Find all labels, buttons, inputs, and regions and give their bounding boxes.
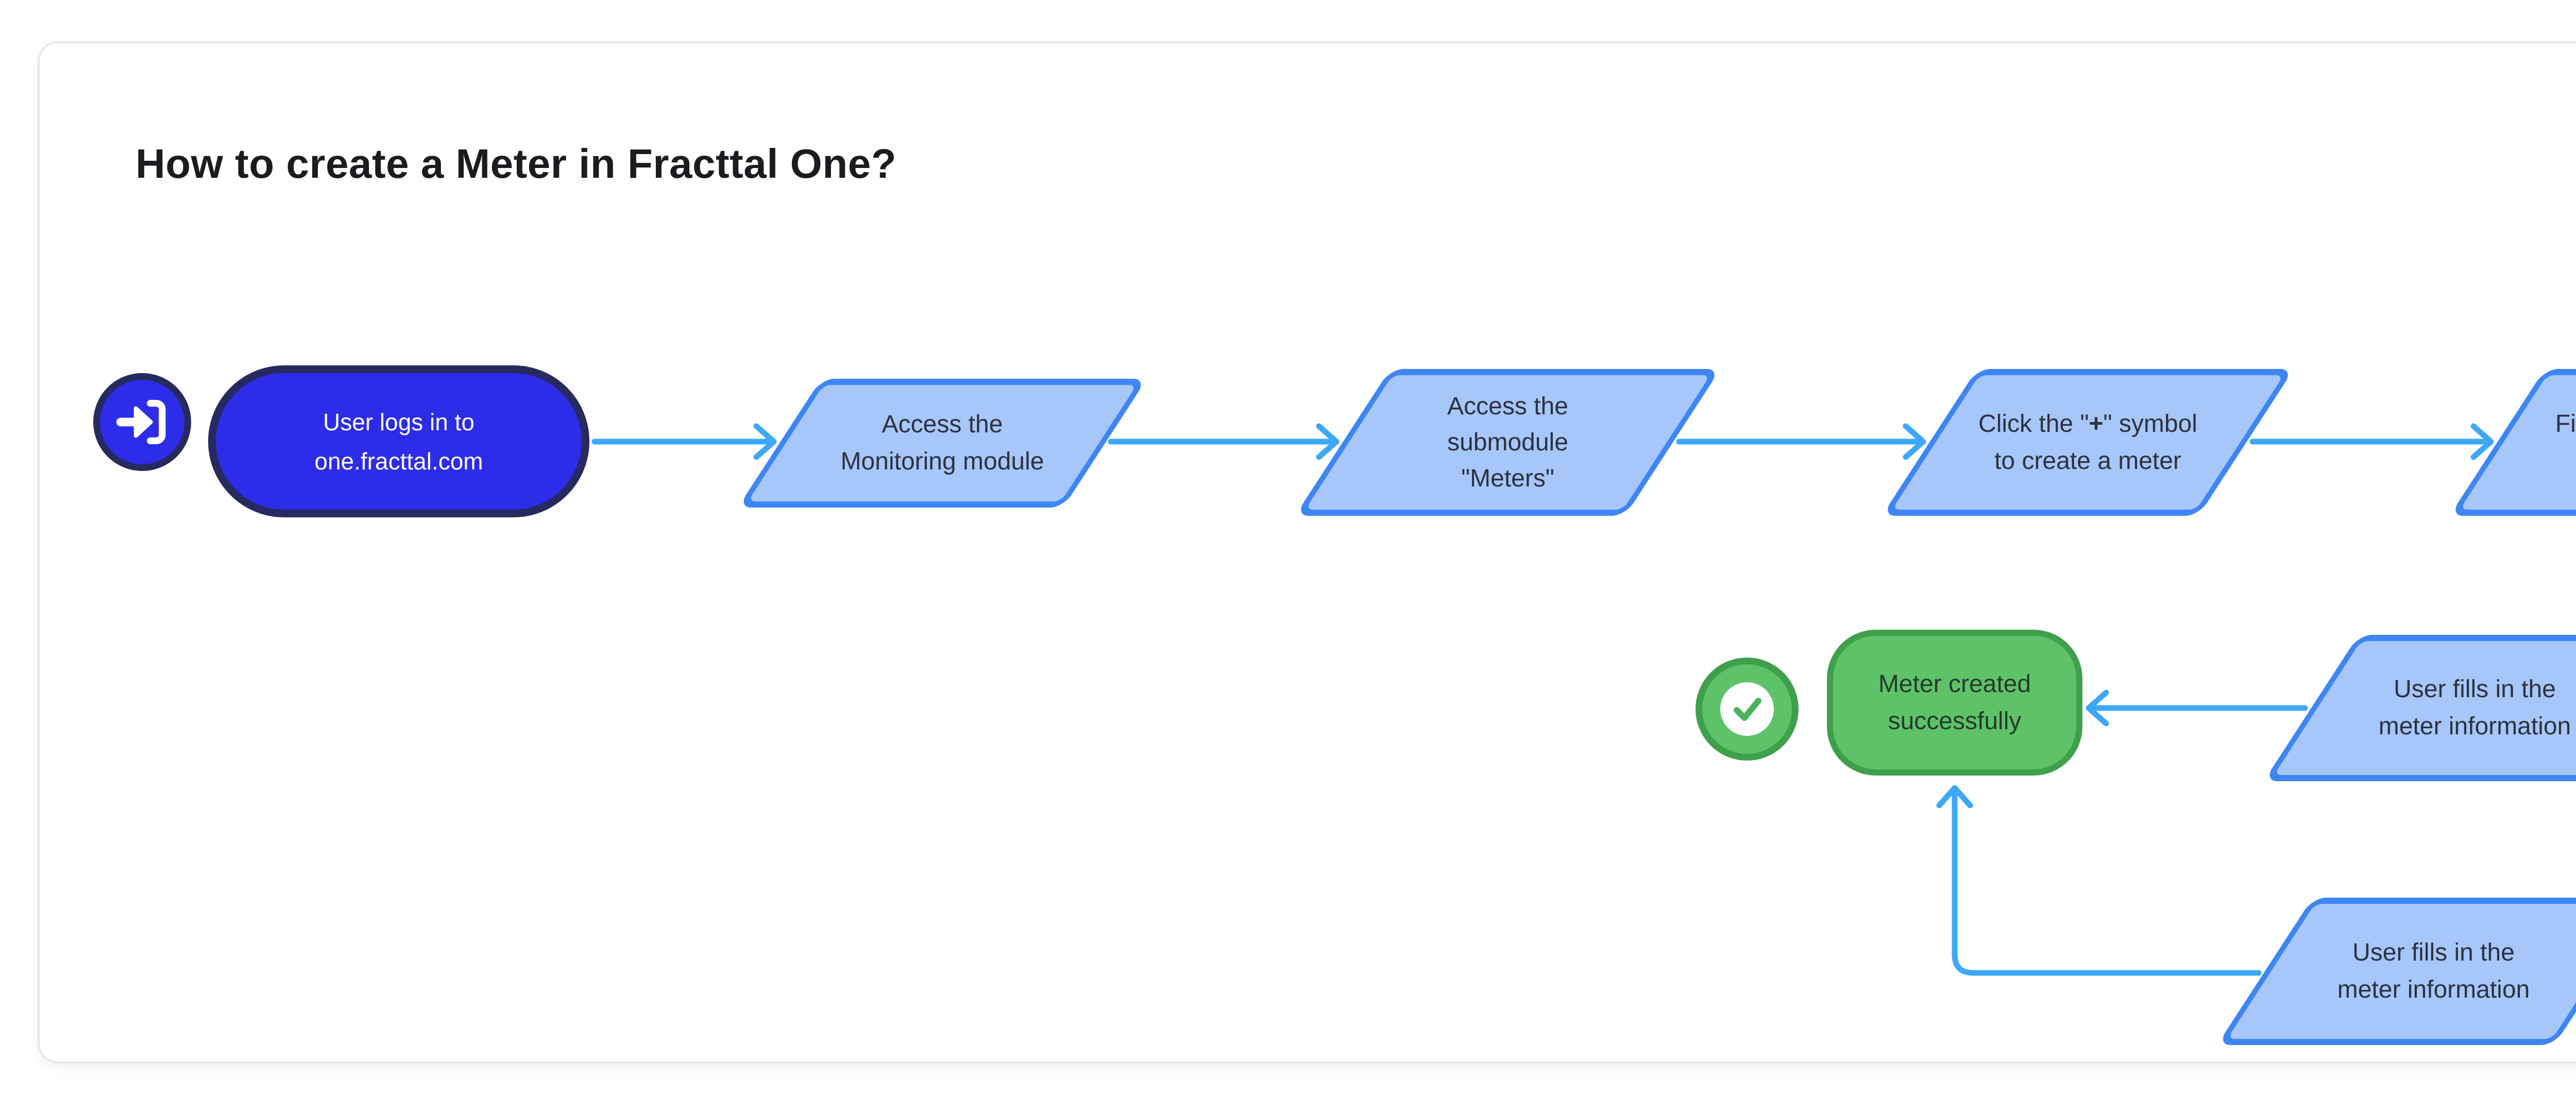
success-node: Meter created successfully <box>1827 630 2082 776</box>
start-node <box>93 373 191 471</box>
sign-in-icon <box>116 399 166 445</box>
fill-info-yes-node: User fills in the meter information <box>2263 635 2576 781</box>
page-title: How to create a Meter in Fracttal One? <box>135 141 897 187</box>
monitoring-node: Access the Monitoring module <box>737 379 1147 508</box>
plus-symbol-node: Click the "+" symbol to create a meter <box>1882 369 2294 516</box>
success-check-icon <box>1696 658 1799 761</box>
diagram-card: How to create a Meter in Fracttal One? <box>38 41 2576 1064</box>
fill-info-no-node: User fills in the meter information <box>2217 898 2576 1045</box>
login-node: User logs in to one.fracttal.com <box>208 365 589 517</box>
submodule-node: Access the submodule "Meters" <box>1295 369 1721 516</box>
fill-data-node: Fill in all the meter data <box>2449 369 2576 516</box>
